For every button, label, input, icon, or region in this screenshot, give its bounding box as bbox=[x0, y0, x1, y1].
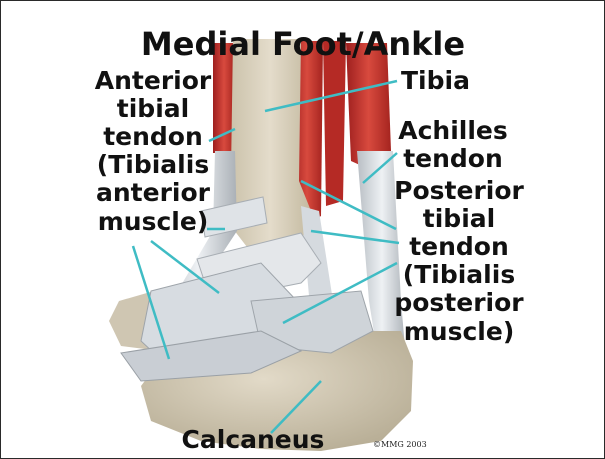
label-achilles: Achilles tendon bbox=[398, 116, 508, 173]
anterior-tibial-line-5: anterior bbox=[96, 178, 211, 207]
posterior-tibial-line-6: muscle) bbox=[404, 317, 515, 346]
label-tibia: Tibia bbox=[401, 66, 470, 95]
posterior-muscle-shape-2 bbox=[323, 41, 346, 206]
label-anterior-tibial: Anterior tibial tendon (Tibialis anterio… bbox=[95, 66, 212, 236]
label-posterior-tibial: Posterior tibial tendon (Tibialis poster… bbox=[394, 176, 524, 346]
anterior-tibial-line-1: Anterior bbox=[95, 66, 212, 95]
posterior-tibial-line-3: tendon bbox=[409, 232, 509, 261]
posterior-tibial-line-2: tibial bbox=[423, 204, 495, 233]
figure-title: Medial Foot/Ankle bbox=[141, 25, 465, 63]
achilles-line-2: tendon bbox=[403, 144, 503, 173]
achilles-line-1: Achilles bbox=[398, 116, 508, 145]
anterior-tibial-line-2: tibial bbox=[117, 94, 189, 123]
anterior-tibial-line-4: (Tibialis bbox=[97, 150, 209, 179]
posterior-tibial-line-4: (Tibialis bbox=[403, 260, 515, 289]
copyright-notice: ©MMG 2003 bbox=[373, 440, 427, 449]
anterior-tibial-line-3: tendon bbox=[103, 122, 203, 151]
posterior-tibial-line-5: posterior bbox=[394, 288, 524, 317]
label-calcaneus: Calcaneus bbox=[182, 425, 325, 454]
anterior-tibial-line-6: muscle) bbox=[98, 207, 209, 236]
posterior-tibial-line-1: Posterior bbox=[394, 176, 524, 205]
